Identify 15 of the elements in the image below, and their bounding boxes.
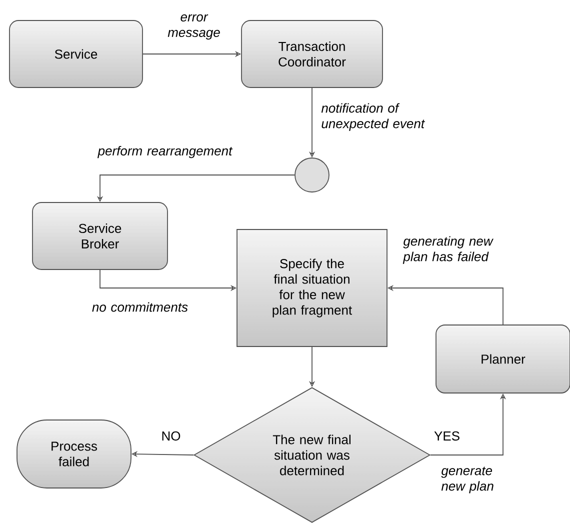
process-box: Service Broker <box>32 202 168 270</box>
edge-label: generating new plan has failed <box>402 236 494 264</box>
edge-label: no commitments <box>92 302 188 312</box>
terminal-box: Process failed <box>16 420 132 488</box>
circle <box>294 158 330 192</box>
edge-label: notification of unexpected event <box>321 103 425 131</box>
note-label: generate new plan <box>441 466 494 494</box>
process-box: Planner <box>436 324 570 394</box>
process-box: Transaction Coordinator <box>241 20 383 88</box>
process-box: Service <box>9 20 143 88</box>
edge-label: YES <box>434 431 460 441</box>
edge-label: error message <box>168 14 220 40</box>
process-box: Specify the final situation for the new plan fragment <box>236 229 388 347</box>
edge-label: perform rearrangement <box>97 146 233 158</box>
edge-label: NO <box>162 431 180 441</box>
